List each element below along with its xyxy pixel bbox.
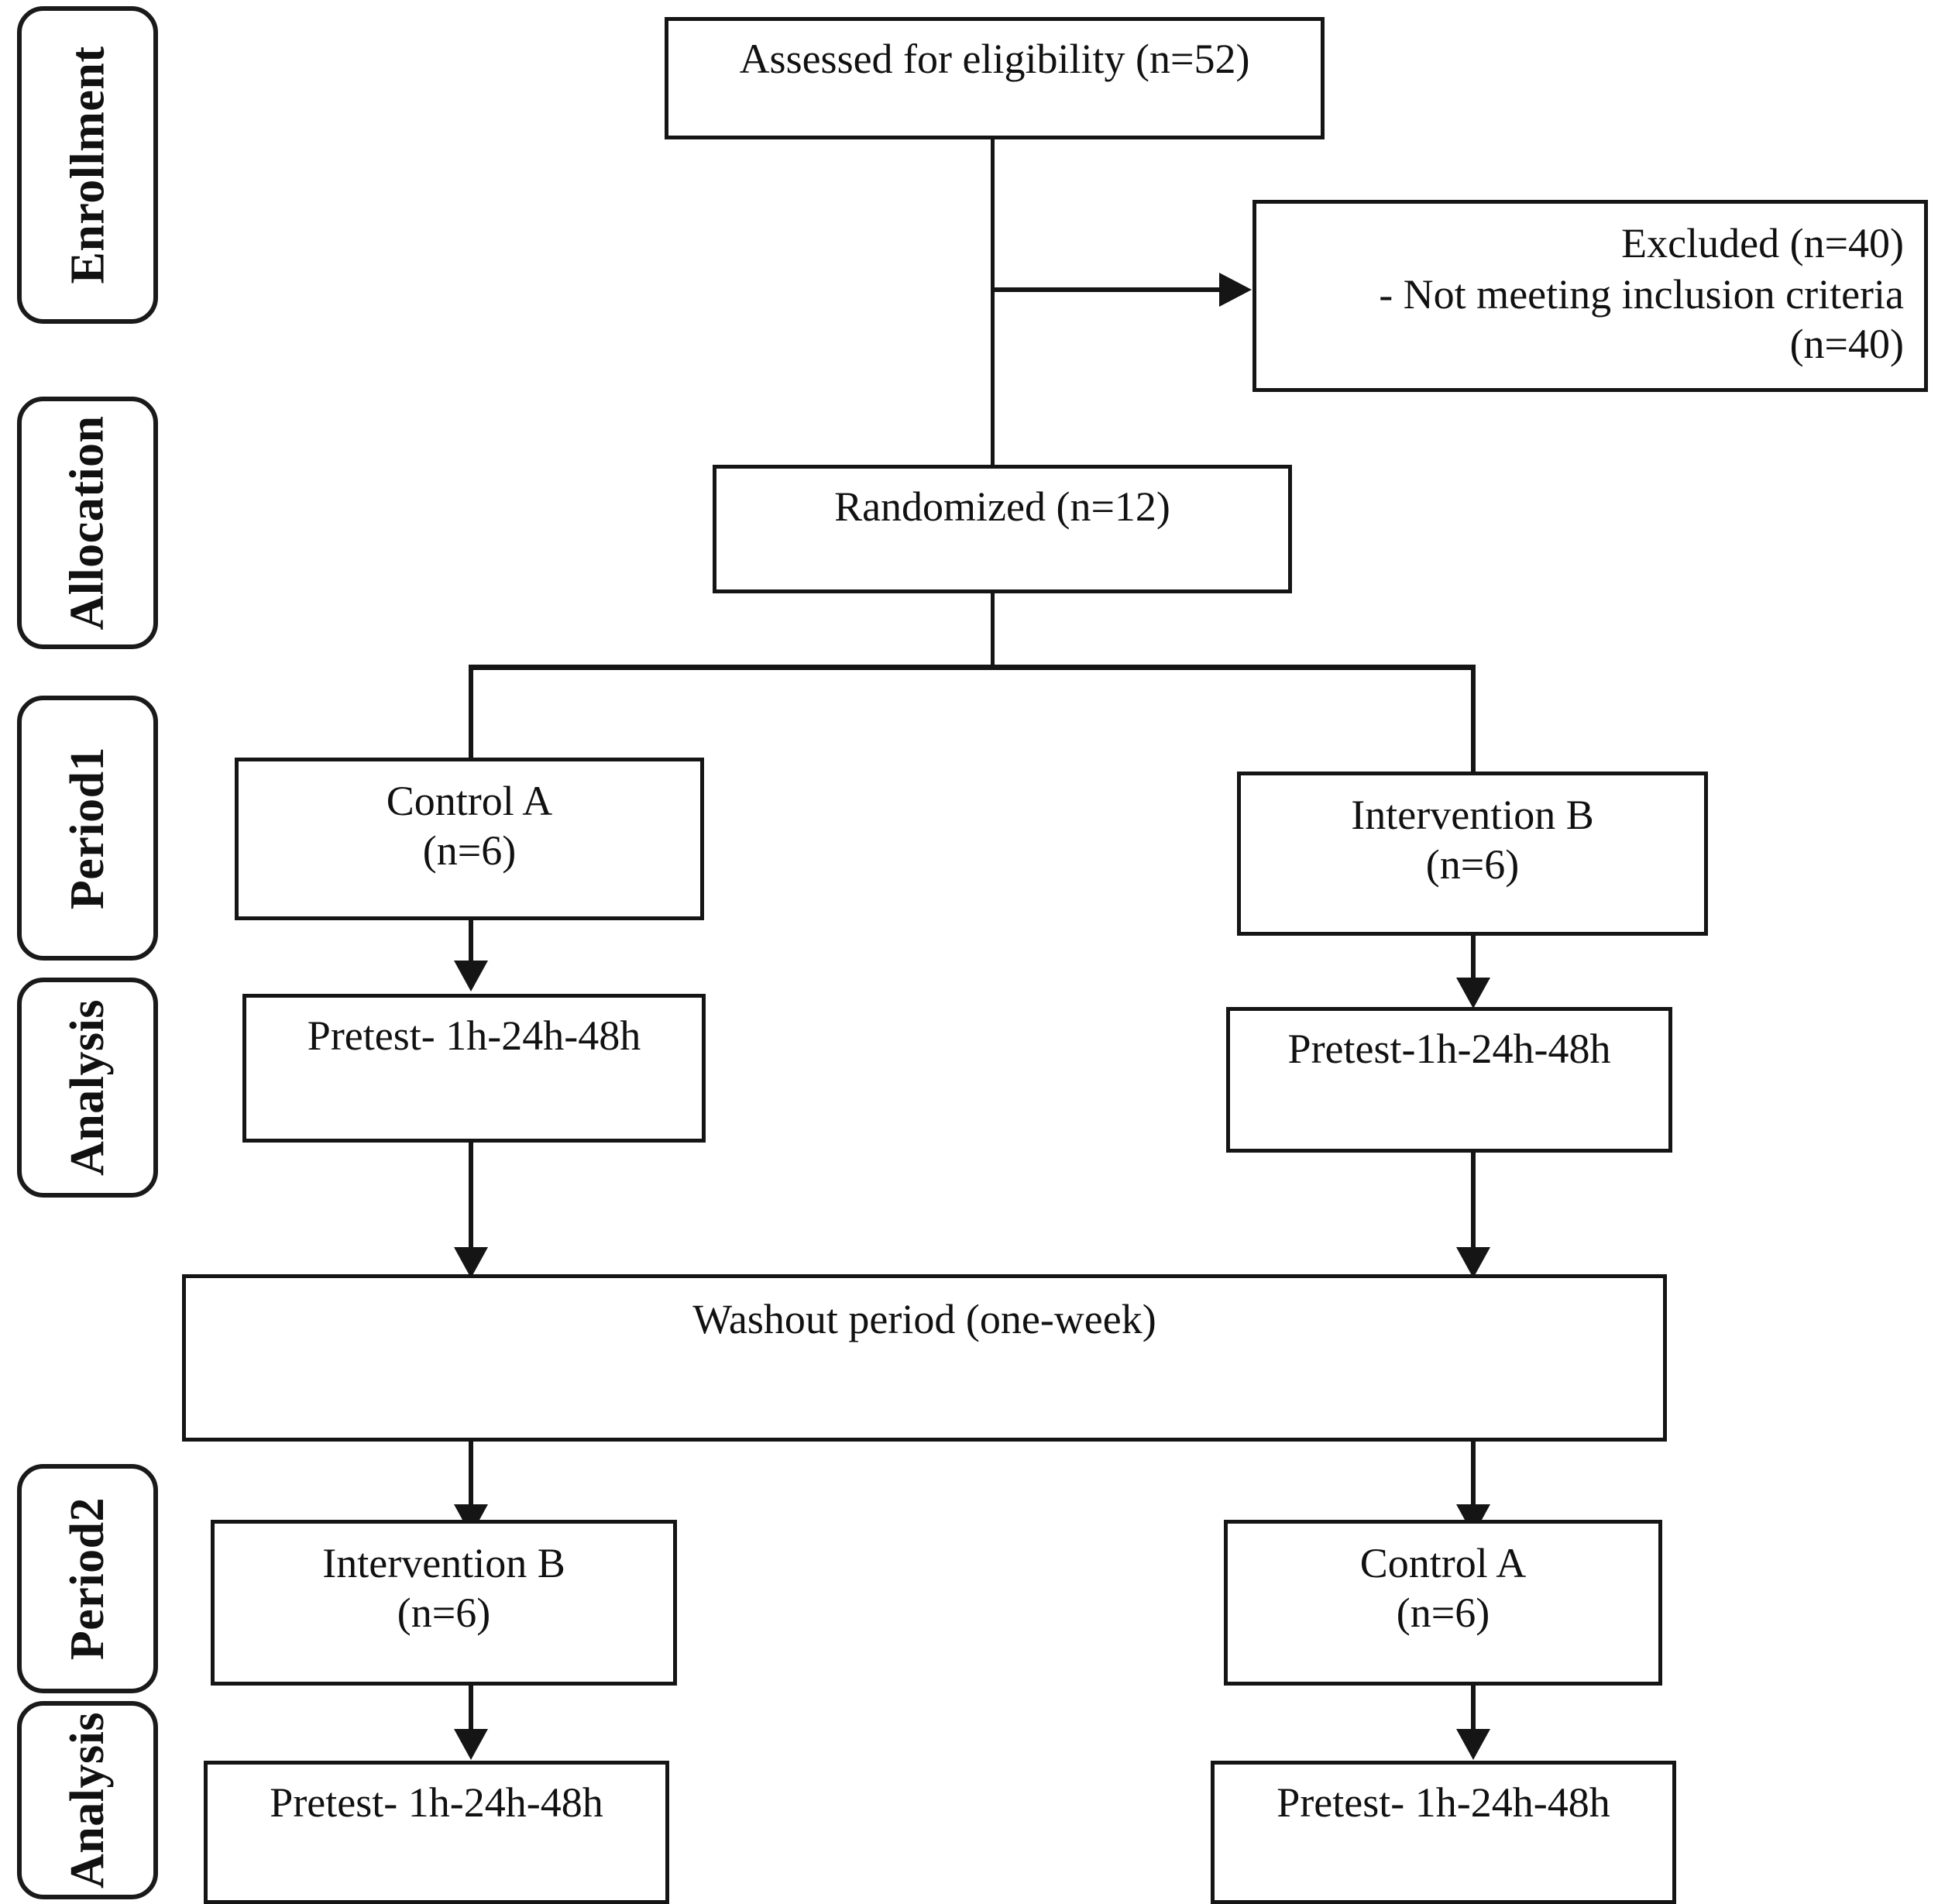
connector-assessed-to-randomized	[991, 139, 995, 465]
node-excluded-line1: Excluded (n=40)	[1621, 220, 1904, 266]
arrow-to-excluded-icon	[1219, 273, 1252, 307]
connector-randomized-stem	[991, 593, 995, 668]
arrow-p1-intervention-b-to-pretest-icon	[1456, 978, 1490, 1009]
arrow-p1-left-to-washout-icon	[454, 1247, 488, 1278]
node-period1-control-a-text: Control A (n=6)	[386, 778, 553, 874]
node-assessed-for-eligibility: Assessed for eligibility (n=52)	[665, 17, 1325, 139]
connector-assessed-to-excluded	[992, 287, 1220, 292]
phase-label-analysis2-text: Analysis	[61, 1712, 114, 1889]
node-period2-intervention-b-pretest-text: Pretest- 1h-24h-48h	[270, 1779, 603, 1826]
node-period2-control-a-text: Control A (n=6)	[1359, 1540, 1527, 1636]
node-washout-period: Washout period (one-week)	[182, 1274, 1667, 1442]
node-excluded-line2: - Not meeting inclusion criteria (n=40)	[1379, 271, 1904, 367]
connector-washout-to-p2-left	[469, 1442, 473, 1508]
node-period2-control-a-pretest-text: Pretest- 1h-24h-48h	[1277, 1779, 1610, 1826]
node-period2-intervention-b-pretest: Pretest- 1h-24h-48h	[204, 1761, 669, 1904]
node-excluded: Excluded (n=40) - Not meeting inclusion …	[1252, 200, 1928, 392]
phase-label-period2: Period2	[17, 1464, 158, 1693]
node-assessed-for-eligibility-text: Assessed for eligibility (n=52)	[739, 36, 1250, 82]
phase-label-period1: Period1	[17, 696, 158, 961]
phase-label-period1-text: Period1	[61, 746, 114, 910]
node-randomized-text: Randomized (n=12)	[834, 483, 1170, 530]
connector-p1-control-a-to-pretest	[469, 920, 473, 964]
node-washout-period-text: Washout period (one-week)	[692, 1296, 1156, 1342]
phase-label-allocation-text: Allocation	[61, 415, 115, 631]
connector-randomized-split-bar	[469, 665, 1476, 670]
connector-washout-to-p2-right	[1471, 1442, 1476, 1508]
arrow-p1-right-to-washout-icon	[1456, 1247, 1490, 1278]
arrow-p2-intervention-b-to-pretest-icon	[454, 1729, 488, 1760]
phase-label-allocation: Allocation	[17, 397, 158, 649]
node-period1-control-a-pretest-text: Pretest- 1h-24h-48h	[307, 1012, 641, 1059]
node-period1-intervention-b-pretest: Pretest-1h-24h-48h	[1226, 1007, 1672, 1153]
connector-p1-right-pretest-to-washout	[1471, 1153, 1476, 1252]
node-period2-intervention-b: Intervention B (n=6)	[211, 1520, 677, 1686]
node-period1-control-a-pretest: Pretest- 1h-24h-48h	[242, 994, 706, 1143]
connector-p1-intervention-b-to-pretest	[1471, 936, 1476, 981]
node-randomized: Randomized (n=12)	[713, 465, 1292, 593]
node-period1-control-a: Control A (n=6)	[235, 758, 704, 920]
phase-label-enrollment: Enrollment	[17, 6, 158, 324]
phase-label-analysis2: Analysis	[17, 1701, 158, 1899]
node-period2-control-a: Control A (n=6)	[1224, 1520, 1662, 1686]
arrow-p1-control-a-to-pretest-icon	[454, 961, 488, 992]
node-period2-intervention-b-text: Intervention B (n=6)	[322, 1540, 565, 1636]
connector-p2-control-a-to-pretest	[1471, 1686, 1476, 1732]
arrow-p2-control-a-to-pretest-icon	[1456, 1729, 1490, 1760]
phase-label-enrollment-text: Enrollment	[61, 46, 115, 284]
node-period1-intervention-b: Intervention B (n=6)	[1237, 772, 1708, 936]
connector-split-right-drop	[1471, 665, 1476, 773]
connector-p2-intervention-b-to-pretest	[469, 1686, 473, 1732]
phase-label-period2-text: Period2	[61, 1497, 114, 1661]
node-period1-intervention-b-pretest-text: Pretest-1h-24h-48h	[1287, 1026, 1611, 1072]
node-period1-intervention-b-text: Intervention B (n=6)	[1351, 792, 1594, 888]
phase-label-analysis1: Analysis	[17, 978, 158, 1198]
node-period2-control-a-pretest: Pretest- 1h-24h-48h	[1211, 1761, 1676, 1904]
connector-split-left-drop	[469, 665, 473, 759]
connector-p1-left-pretest-to-washout	[469, 1143, 473, 1251]
phase-label-analysis1-text: Analysis	[61, 999, 114, 1176]
